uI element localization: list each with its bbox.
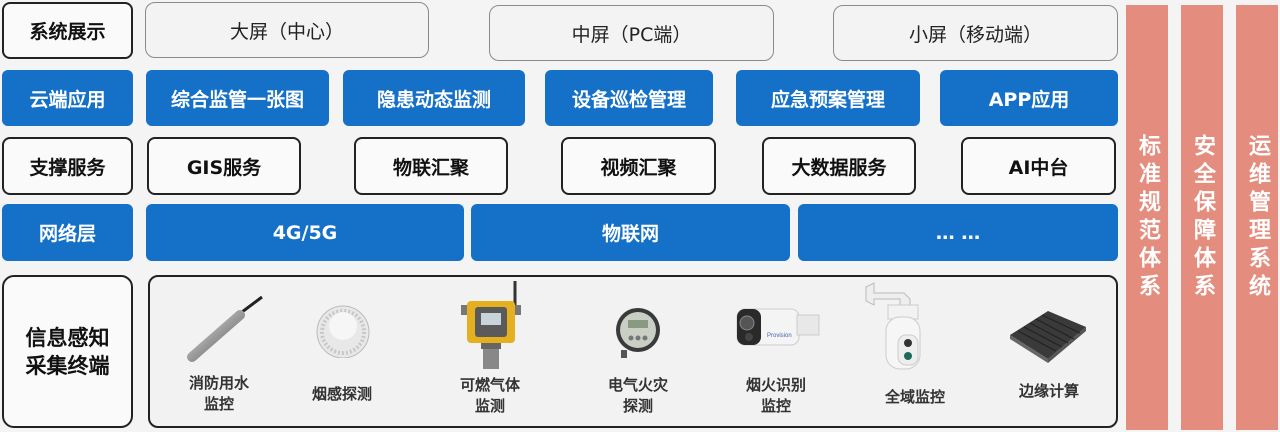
layer-label-cloud-apps: 云端应用: [2, 70, 133, 126]
pillar-operations-system: 运维管理系统: [1236, 5, 1278, 430]
device-smoke-detector: 烟感探测: [287, 277, 397, 427]
service-ai-platform: AI中台: [961, 137, 1116, 195]
terminal-devices-panel: 消防用水 监控 烟感探测 可燃气体 监测: [148, 275, 1118, 428]
device-fire-recognition-camera: Provision 烟火识别 监控: [721, 277, 831, 427]
device-electrical-fire: 电气火灾 探测: [583, 277, 693, 427]
device-edge-computing: 边缘计算: [994, 277, 1104, 427]
water-pressure-sensor-icon: [187, 295, 263, 362]
layer-label-display: 系统展示: [2, 2, 133, 59]
device-label: 烟感探测: [311, 385, 372, 403]
layer-label-support-services: 支撑服务: [2, 137, 133, 195]
service-gis: GIS服务: [147, 137, 301, 195]
device-label: 电气火灾 探测: [607, 376, 668, 415]
bullet-camera-icon: Provision: [736, 308, 820, 346]
app-comprehensive-map: 综合监管一张图: [146, 70, 329, 126]
terminals-label-line1: 信息感知: [25, 325, 110, 350]
ptz-dome-camera-icon: [865, 282, 921, 370]
smoke-detector-icon: [316, 305, 370, 358]
network-4g-5g: 4G/5G: [146, 204, 464, 261]
layer-label-network: 网络层: [2, 204, 133, 261]
device-gas-detector: 可燃气体 监测: [435, 277, 545, 427]
app-emergency-plan: 应急预案管理: [736, 70, 920, 126]
network-more: … …: [798, 204, 1118, 261]
device-label: 消防用水 监控: [188, 374, 249, 413]
service-video-aggregation: 视频汇聚: [561, 137, 716, 195]
layer-label-terminals: 信息感知 采集终端: [2, 275, 133, 428]
device-panoramic-monitoring: 全域监控: [860, 277, 970, 427]
device-label: 烟火识别 监控: [745, 376, 806, 415]
device-label: 全域监控: [884, 388, 945, 406]
service-big-data: 大数据服务: [762, 137, 916, 195]
electrical-fire-detector-icon: [616, 308, 660, 358]
pillar-security-system: 安全保障体系: [1181, 5, 1223, 430]
app-inspection-management: 设备巡检管理: [545, 70, 713, 126]
device-label: 可燃气体 监测: [459, 376, 520, 415]
svg-text:Provision: Provision: [767, 333, 792, 339]
display-big-screen: 大屏（中心）: [145, 2, 429, 58]
app-mobile: APP应用: [940, 70, 1118, 126]
network-iot: 物联网: [471, 204, 790, 261]
device-label: 边缘计算: [1018, 382, 1079, 400]
display-mobile-screen: 小屏（移动端）: [833, 5, 1118, 61]
gas-detector-icon: [461, 281, 521, 369]
edge-computing-box-icon: [1010, 311, 1086, 363]
display-pc-screen: 中屏（PC端）: [489, 5, 774, 61]
device-fire-water: 消防用水 监控: [164, 277, 274, 427]
app-hazard-monitoring: 隐患动态监测: [343, 70, 525, 126]
service-iot-aggregation: 物联汇聚: [354, 137, 508, 195]
pillar-standards-system: 标准规范体系: [1126, 5, 1168, 430]
terminals-label-line2: 采集终端: [25, 353, 110, 378]
